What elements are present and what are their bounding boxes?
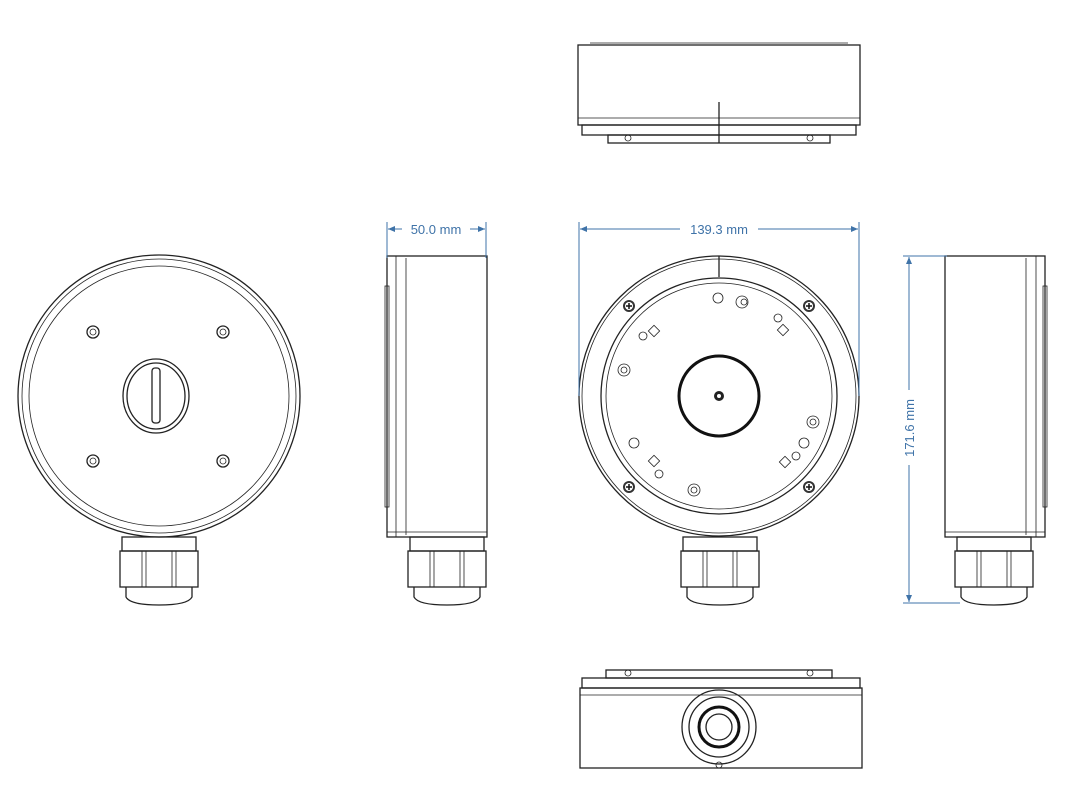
top-view (577, 42, 861, 144)
mounting-holes (86, 325, 230, 468)
back-view (17, 254, 301, 606)
dimension-height: 171.6 mm (902, 255, 960, 604)
depth-label: 50.0 mm (411, 222, 462, 237)
dimension-depth: 50.0 mm (386, 222, 487, 258)
height-label: 171.6 mm (902, 399, 917, 457)
front-view (578, 255, 860, 606)
width-label: 139.3 mm (690, 222, 748, 237)
side-view-right (944, 255, 1048, 606)
side-view-left (384, 255, 488, 606)
bottom-view (579, 669, 863, 769)
dimension-width: 139.3 mm (578, 222, 860, 396)
